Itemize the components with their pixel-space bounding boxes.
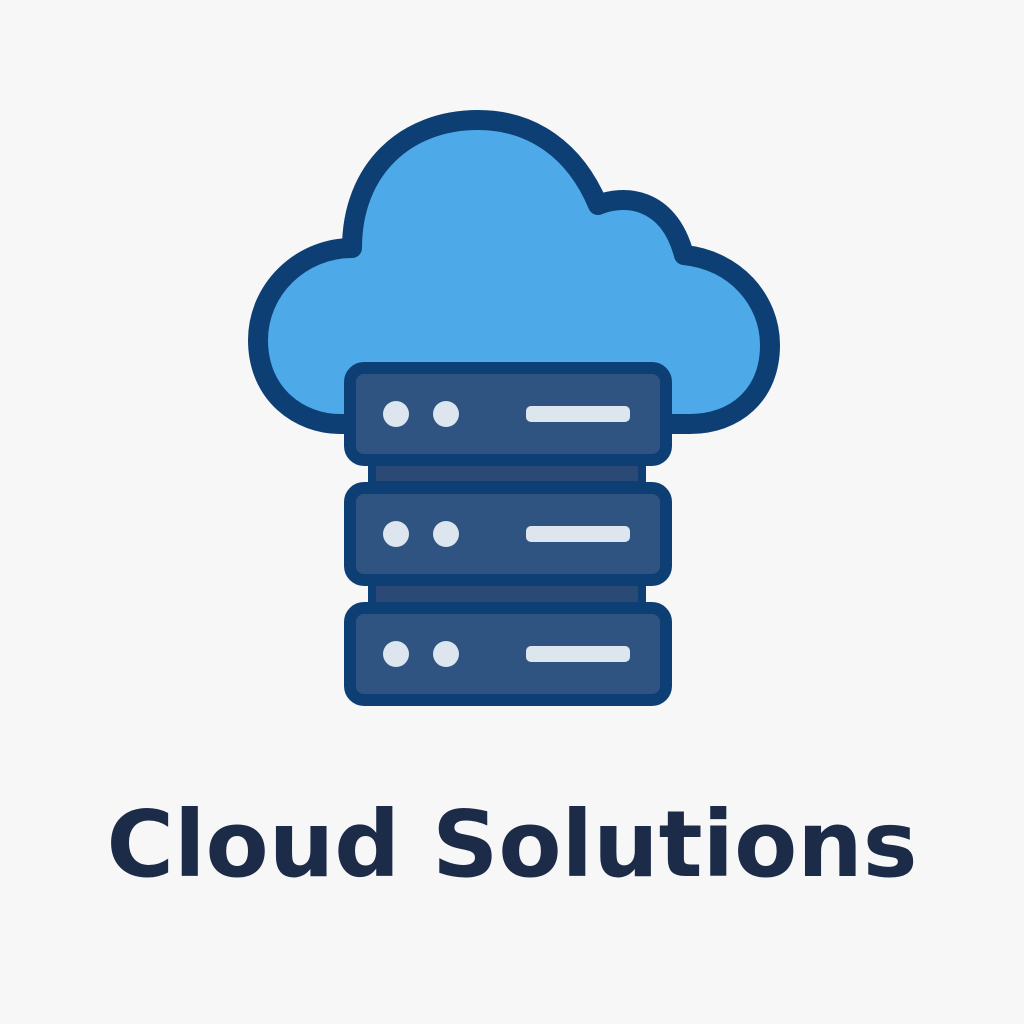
cloud-server-icon — [248, 110, 780, 706]
drive-slot — [526, 406, 630, 422]
status-light — [383, 401, 409, 427]
drive-slot — [526, 526, 630, 542]
server-unit — [344, 482, 672, 586]
status-light — [433, 401, 459, 427]
server-unit — [344, 362, 672, 466]
server-unit — [344, 602, 672, 706]
cloud-icon — [248, 110, 780, 434]
brand-name: Cloud Solutions — [106, 791, 918, 898]
drive-slot — [526, 646, 630, 662]
status-light — [383, 521, 409, 547]
status-light — [383, 641, 409, 667]
status-light — [433, 641, 459, 667]
status-light — [433, 521, 459, 547]
